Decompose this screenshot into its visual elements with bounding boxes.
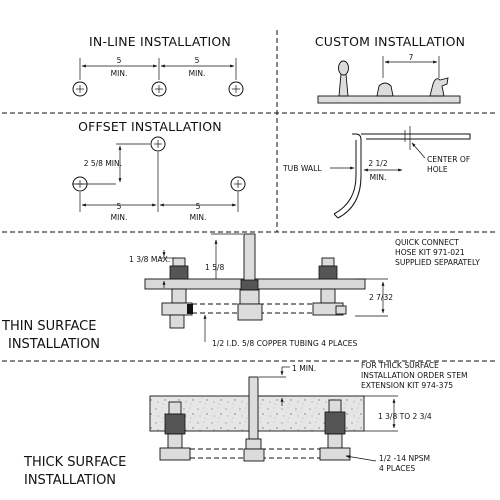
thin-stem-dim: 1 5/8 — [205, 263, 224, 272]
thin-tubing-note: 1/2 I.D. 5/8 COPPER TUBING 4 PLACES — [212, 339, 358, 348]
inline-dim-1: 5 — [117, 56, 122, 65]
thin-max-dim: 1 3/8 MAX. — [129, 255, 170, 264]
inline-dim-2-sub: MIN. — [189, 69, 206, 78]
thin-height-dim: 2 7/32 — [369, 293, 393, 302]
thick-title-line-2: INSTALLATION — [24, 473, 116, 488]
inline-hole-right — [228, 81, 244, 97]
inline-installation: IN-LINE INSTALLATION 5 MIN. 5 MIN. — [72, 34, 244, 97]
thick-kit-note-2: INSTALLATION ORDER STEM — [361, 371, 468, 380]
custom-spout — [376, 82, 394, 97]
inline-dim-2: 5 — [195, 56, 200, 65]
inline-hole-center — [151, 81, 167, 97]
thick-npsm-note-2: 4 PLACES — [379, 464, 415, 473]
offset-installation: OFFSET INSTALLATION 2 5/8 MIN. 5 MIN. 5 … — [72, 119, 246, 222]
offset-dim-2: 5 — [196, 202, 201, 211]
thin-title-line-2: INSTALLATION — [8, 337, 100, 352]
thin-valve-right — [312, 257, 347, 316]
layout-dividers — [2, 30, 498, 362]
thin-copper-tubing — [192, 303, 313, 321]
tub-wall-detail: 2 1/2 MIN. TUB WALL CENTER OF HOLE — [282, 126, 471, 219]
thin-kit-note-1: QUICK CONNECT — [395, 238, 459, 247]
center-of-hole-label-2: HOLE — [427, 165, 448, 174]
thin-title-line-1: THIN SURFACE — [1, 319, 96, 334]
thick-valve-right — [319, 399, 351, 461]
thin-kit-note-2: HOSE KIT 971-021 — [395, 248, 465, 257]
thin-kit-note-3: SUPPLIED SEPARATELY — [395, 258, 480, 267]
tub-offset-dim-sub: MIN. — [370, 173, 387, 182]
custom-title: CUSTOM INSTALLATION — [315, 34, 465, 49]
center-of-hole-label-1: CENTER OF — [427, 155, 470, 164]
thick-npsm-note-1: 1/2 -14 NPSM — [379, 454, 430, 463]
deck-plate — [317, 95, 461, 104]
inline-dim-1-sub: MIN. — [111, 69, 128, 78]
thick-range-dim: 1 3/8 TO 2 3/4 — [378, 412, 432, 421]
tub-wall-profile — [337, 133, 362, 219]
thick-min-dim: 1 MIN. — [292, 364, 316, 373]
offset-hole-top — [150, 136, 166, 152]
thick-kit-note-3: EXTENSION KIT 974-375 — [361, 381, 453, 390]
thick-spout-stem — [248, 376, 259, 440]
inline-title: IN-LINE INSTALLATION — [89, 34, 231, 49]
thin-valve-left — [161, 257, 193, 329]
inline-hole-left — [72, 81, 88, 97]
custom-dim: 7 — [409, 53, 414, 62]
offset-dim-2-sub: MIN. — [190, 213, 207, 222]
thin-surface-installation: 1 3/8 MAX. 1 5/8 2 7/32 QUICK CONNECT HO… — [1, 233, 480, 352]
tub-wall-label: TUB WALL — [282, 164, 322, 173]
custom-handle-right — [429, 77, 449, 97]
thin-spout-stem — [243, 233, 256, 283]
thick-copper-tubing — [190, 448, 320, 462]
offset-vertical-dim: 2 5/8 MIN. — [84, 159, 122, 168]
offset-hole-right — [230, 176, 246, 192]
thick-valve-left — [159, 401, 191, 461]
thick-title-line-1: THICK SURFACE — [23, 455, 126, 470]
custom-installation: CUSTOM INSTALLATION 7 — [315, 34, 465, 104]
thick-kit-note-1: FOR THICK SURFACE — [361, 361, 439, 370]
offset-title: OFFSET INSTALLATION — [78, 119, 222, 134]
custom-handle-left — [338, 60, 349, 97]
offset-dim-1-sub: MIN. — [111, 213, 128, 222]
offset-dim-1: 5 — [117, 202, 122, 211]
thick-surface-installation: 1 MIN. FOR THICK SURFACE INSTALLATION OR… — [23, 361, 468, 488]
tub-offset-dim: 2 1/2 — [368, 159, 387, 168]
